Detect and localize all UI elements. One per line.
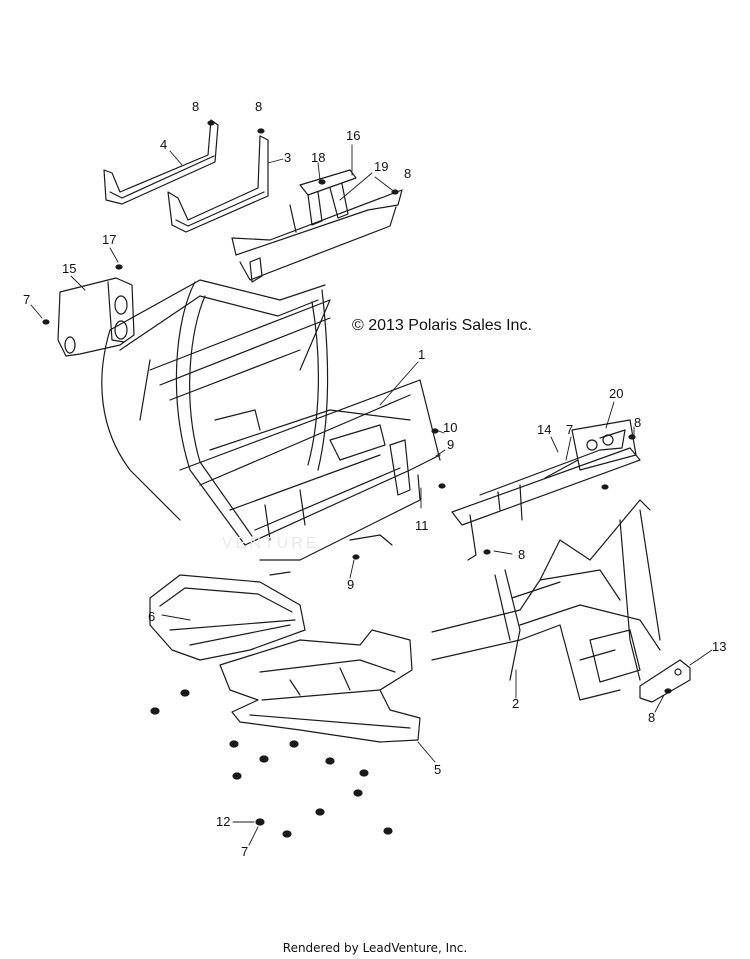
callout-20: 20 [609,386,624,401]
callout-16: 16 [346,128,361,143]
callout-6: 6 [148,609,156,624]
callout-7: 7 [566,422,574,437]
callout-7: 7 [23,292,31,307]
part-3-seat-bracket [168,136,268,232]
fasteners [43,121,671,837]
part-6-front-skid [150,575,305,660]
callout-3: 3 [284,150,292,165]
footer-credit: Rendered by LeadVenture, Inc. [282,941,468,955]
callout-9: 9 [347,577,355,592]
callout-18: 18 [311,150,326,165]
callout-8: 8 [192,99,200,114]
callout-17: 17 [102,232,117,247]
copyright-notice: © 2013 Polaris Sales Inc. [352,317,532,334]
callout-19: 19 [374,159,389,174]
callout-8: 8 [634,415,642,430]
callout-15: 15 [62,261,77,276]
callout-5: 5 [434,762,442,777]
callout-8: 8 [404,166,412,181]
part-2-rear-subframe [432,500,660,700]
callout-4: 4 [160,137,168,152]
callout-2: 2 [512,696,520,711]
callout-10: 10 [443,420,458,435]
part-4-seat-bracket [104,120,218,204]
callout-9: 9 [447,437,455,452]
callout-8: 8 [255,99,263,114]
part-1-main-chassis [102,280,440,575]
callout-8: 8 [648,710,656,725]
part-5-main-skid [220,630,420,742]
leader-lines [31,145,712,845]
callout-12: 12 [216,814,231,829]
callout-8: 8 [518,547,526,562]
callout-11: 11 [415,518,429,533]
callout-7: 7 [241,844,249,859]
callout-1: 1 [418,347,426,362]
callout-14: 14 [537,422,552,437]
watermark-text: VENTURE [222,535,320,552]
part-20-rear-crossmember [452,420,640,560]
part-15-bracket [58,278,134,356]
part-16-seat-rail [232,170,402,282]
part-13-bracket [640,660,690,702]
callout-13: 13 [712,639,727,654]
